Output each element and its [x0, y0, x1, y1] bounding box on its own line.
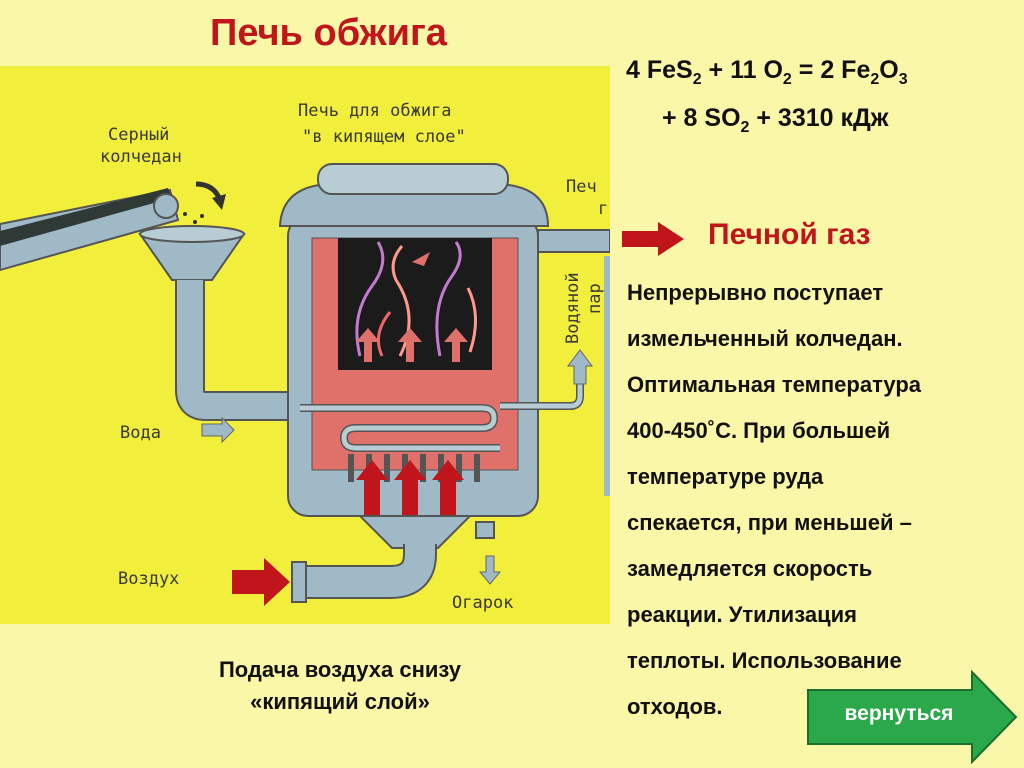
description-text: Непрерывно поступает измельченный колчед…: [627, 270, 1019, 730]
description-line: Непрерывно поступает: [627, 280, 884, 305]
label-gas: г: [598, 199, 608, 219]
label-cinder: Огарок: [452, 593, 513, 613]
description-line: 400-450˚С. При большей: [627, 418, 891, 443]
description-line: реакции. Утилизация: [627, 602, 857, 627]
label-furnace: Печь для обжига: [298, 101, 452, 121]
equation-line-1: 4 FeS2 + 11 O2 = 2 Fe2O3: [626, 56, 908, 88]
label-water: Вода: [120, 423, 161, 443]
furnace-diagram: Серный колчедан Печь для обжига "в кипящ…: [0, 66, 611, 624]
label-steam: пар: [585, 283, 605, 314]
back-button-label: вернуться: [844, 702, 954, 725]
back-button[interactable]: вернуться: [806, 670, 1018, 764]
label-pyrite: Серный: [108, 125, 169, 145]
label-air: Воздух: [118, 569, 179, 589]
description-line: отходов.: [627, 694, 723, 719]
label-gas: Печ: [566, 177, 597, 197]
arrow-right-icon: [807, 670, 1018, 764]
label-furnace: "в кипящем слое": [302, 127, 466, 147]
description-line: температуре руда: [627, 464, 824, 489]
description-line: теплоты. Использование: [627, 648, 902, 673]
description-line: замедляется скорость: [627, 556, 873, 581]
label-pyrite: колчедан: [100, 147, 182, 167]
description-line: спекается, при меньшей –: [627, 510, 912, 535]
label-steam: Водяной: [563, 272, 583, 344]
description-line: Оптимальная температура: [627, 372, 922, 397]
equation-line-2: + 8 SO2 + 3310 кДж: [662, 104, 889, 136]
gas-arrow-icon: [622, 222, 684, 256]
gas-heading: Печной газ: [708, 218, 871, 251]
description-line: измельченный колчедан.: [627, 326, 903, 351]
page-title: Печь обжига: [210, 12, 447, 54]
caption-line-1: Подача воздуха снизу: [218, 657, 462, 682]
caption-line-2: «кипящий слой»: [250, 689, 430, 714]
